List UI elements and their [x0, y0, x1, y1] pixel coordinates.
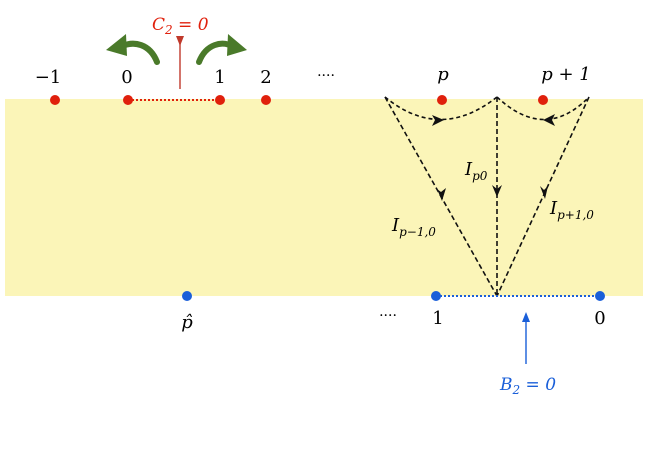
path-arrow-middle: [492, 185, 502, 197]
label-i-p0: Ip0: [464, 159, 488, 183]
bottom-point-zero: [595, 291, 605, 301]
bottom-label-dots: ····: [379, 308, 397, 324]
bottom-point-one: [431, 291, 441, 301]
bottom-label-one: 1: [432, 308, 443, 329]
top-point-minus-one: [50, 95, 60, 105]
top-label-one: 1: [214, 67, 225, 88]
top-label-zero: 0: [121, 67, 132, 88]
path-arrow-left: [437, 188, 446, 201]
top-point-two: [261, 95, 271, 105]
curved-arrow-left-icon: [106, 34, 160, 65]
label-i-p-minus-one: Ip−1,0: [391, 215, 436, 239]
arc-arrow-right: [543, 114, 555, 126]
bottom-label-p-hat: p̂: [181, 312, 193, 333]
bottom-label-zero: 0: [594, 308, 605, 329]
top-label-p: p: [437, 64, 449, 85]
top-label-two: 2: [260, 67, 271, 88]
path-arrow-right: [540, 186, 548, 199]
top-point-p-plus-one: [538, 95, 548, 105]
top-point-one: [215, 95, 225, 105]
arc-arrow-left: [432, 115, 444, 126]
bottom-point-p-hat: [182, 291, 192, 301]
top-label-minus-one: −1: [35, 67, 62, 88]
curved-arrow-right-icon: [196, 34, 247, 65]
strip-region: [5, 99, 643, 296]
top-point-zero: [123, 95, 133, 105]
b2-constraint-label: B2 = 0: [499, 375, 556, 397]
label-i-p-plus-one: Ip+1,0: [549, 198, 594, 222]
top-label-p-plus-one: p + 1: [541, 64, 591, 85]
top-label-dots: ····: [317, 68, 335, 84]
b2-arrow: [522, 312, 530, 364]
c2-constraint-label: C2 = 0: [152, 15, 209, 37]
top-arcs: [384, 96, 590, 121]
c2-arrow: [176, 36, 184, 89]
top-point-p: [437, 95, 447, 105]
